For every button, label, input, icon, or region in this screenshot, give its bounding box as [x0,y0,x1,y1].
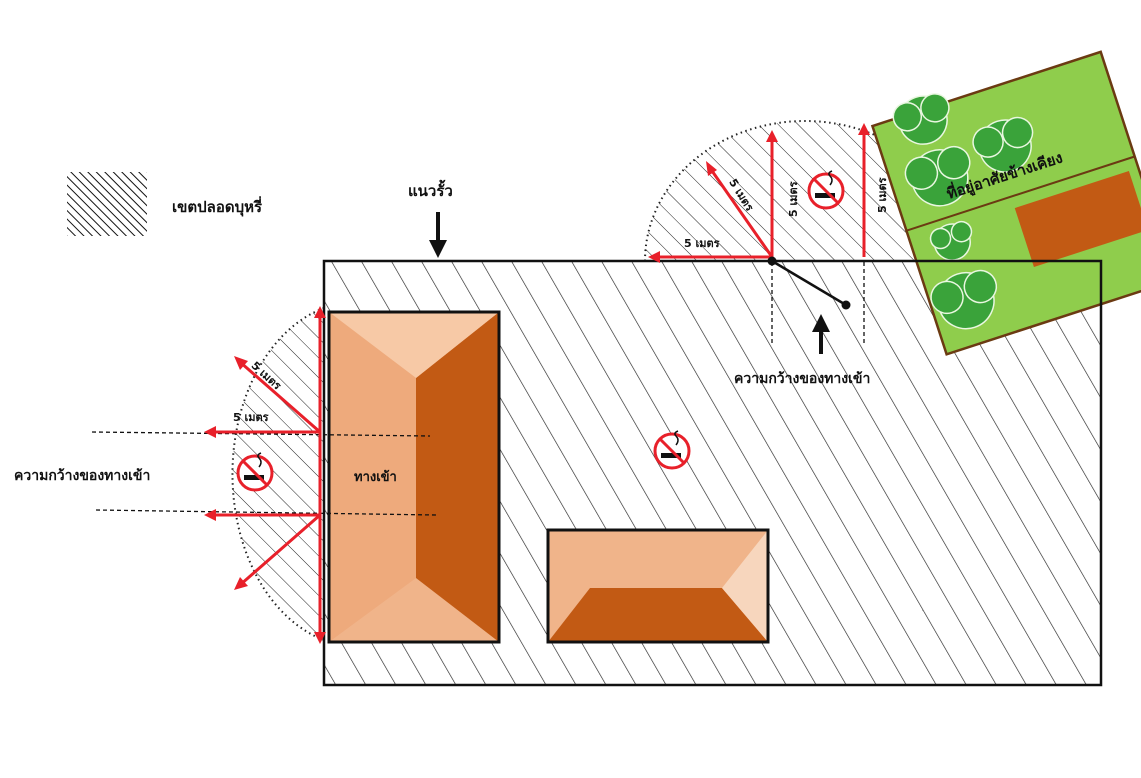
neighbor-residence: ที่อยู่อาศัยข้างเคียง [870,50,1141,356]
entrance-width-label-left: ความกว้างของทางเข้า [14,468,150,484]
fence-outline [322,259,1103,687]
legend-label: เขตปลอดบุหรี่ [172,196,263,217]
no-smoking-icon [653,430,691,470]
tree-icon [929,220,973,261]
no-smoking-icon [807,170,845,210]
left-distance-arrows [204,306,326,644]
entrance-building: ทางเข้า [327,310,501,644]
down-arrow-icon [429,240,447,258]
legend: เขตปลอดบุหรี่ [67,172,263,236]
distance-label-left-horizontal: 5 เมตร [233,411,269,424]
no-smoking-icon [236,452,274,492]
gate-door [767,256,851,310]
distance-label-right-horizontal: 5 เมตร [684,237,720,250]
neighbor-roof [1014,170,1141,268]
tree-icon [892,93,950,145]
secondary-building [546,528,770,644]
distance-label-right-vertical-2: 5 เมตร [876,177,889,213]
entrance-width-label-right: ความกว้างของทางเข้า [734,371,870,387]
tree-icon [972,116,1034,173]
tree-icon [904,145,971,207]
up-arrow-icon [812,314,830,332]
legend-swatch [67,172,147,236]
right-distance-arrows [648,123,870,263]
entrance-label: ทางเข้า [354,469,397,485]
right-width-callout: ความกว้างของทางเข้า [734,314,870,387]
left-width-guides [91,431,437,516]
fence-label: แนวรั้ว [408,179,453,200]
distance-label-right-vertical-1: 5 เมตร [787,181,800,217]
fence-callout: แนวรั้ว [408,179,453,258]
tree-icon [930,269,998,330]
